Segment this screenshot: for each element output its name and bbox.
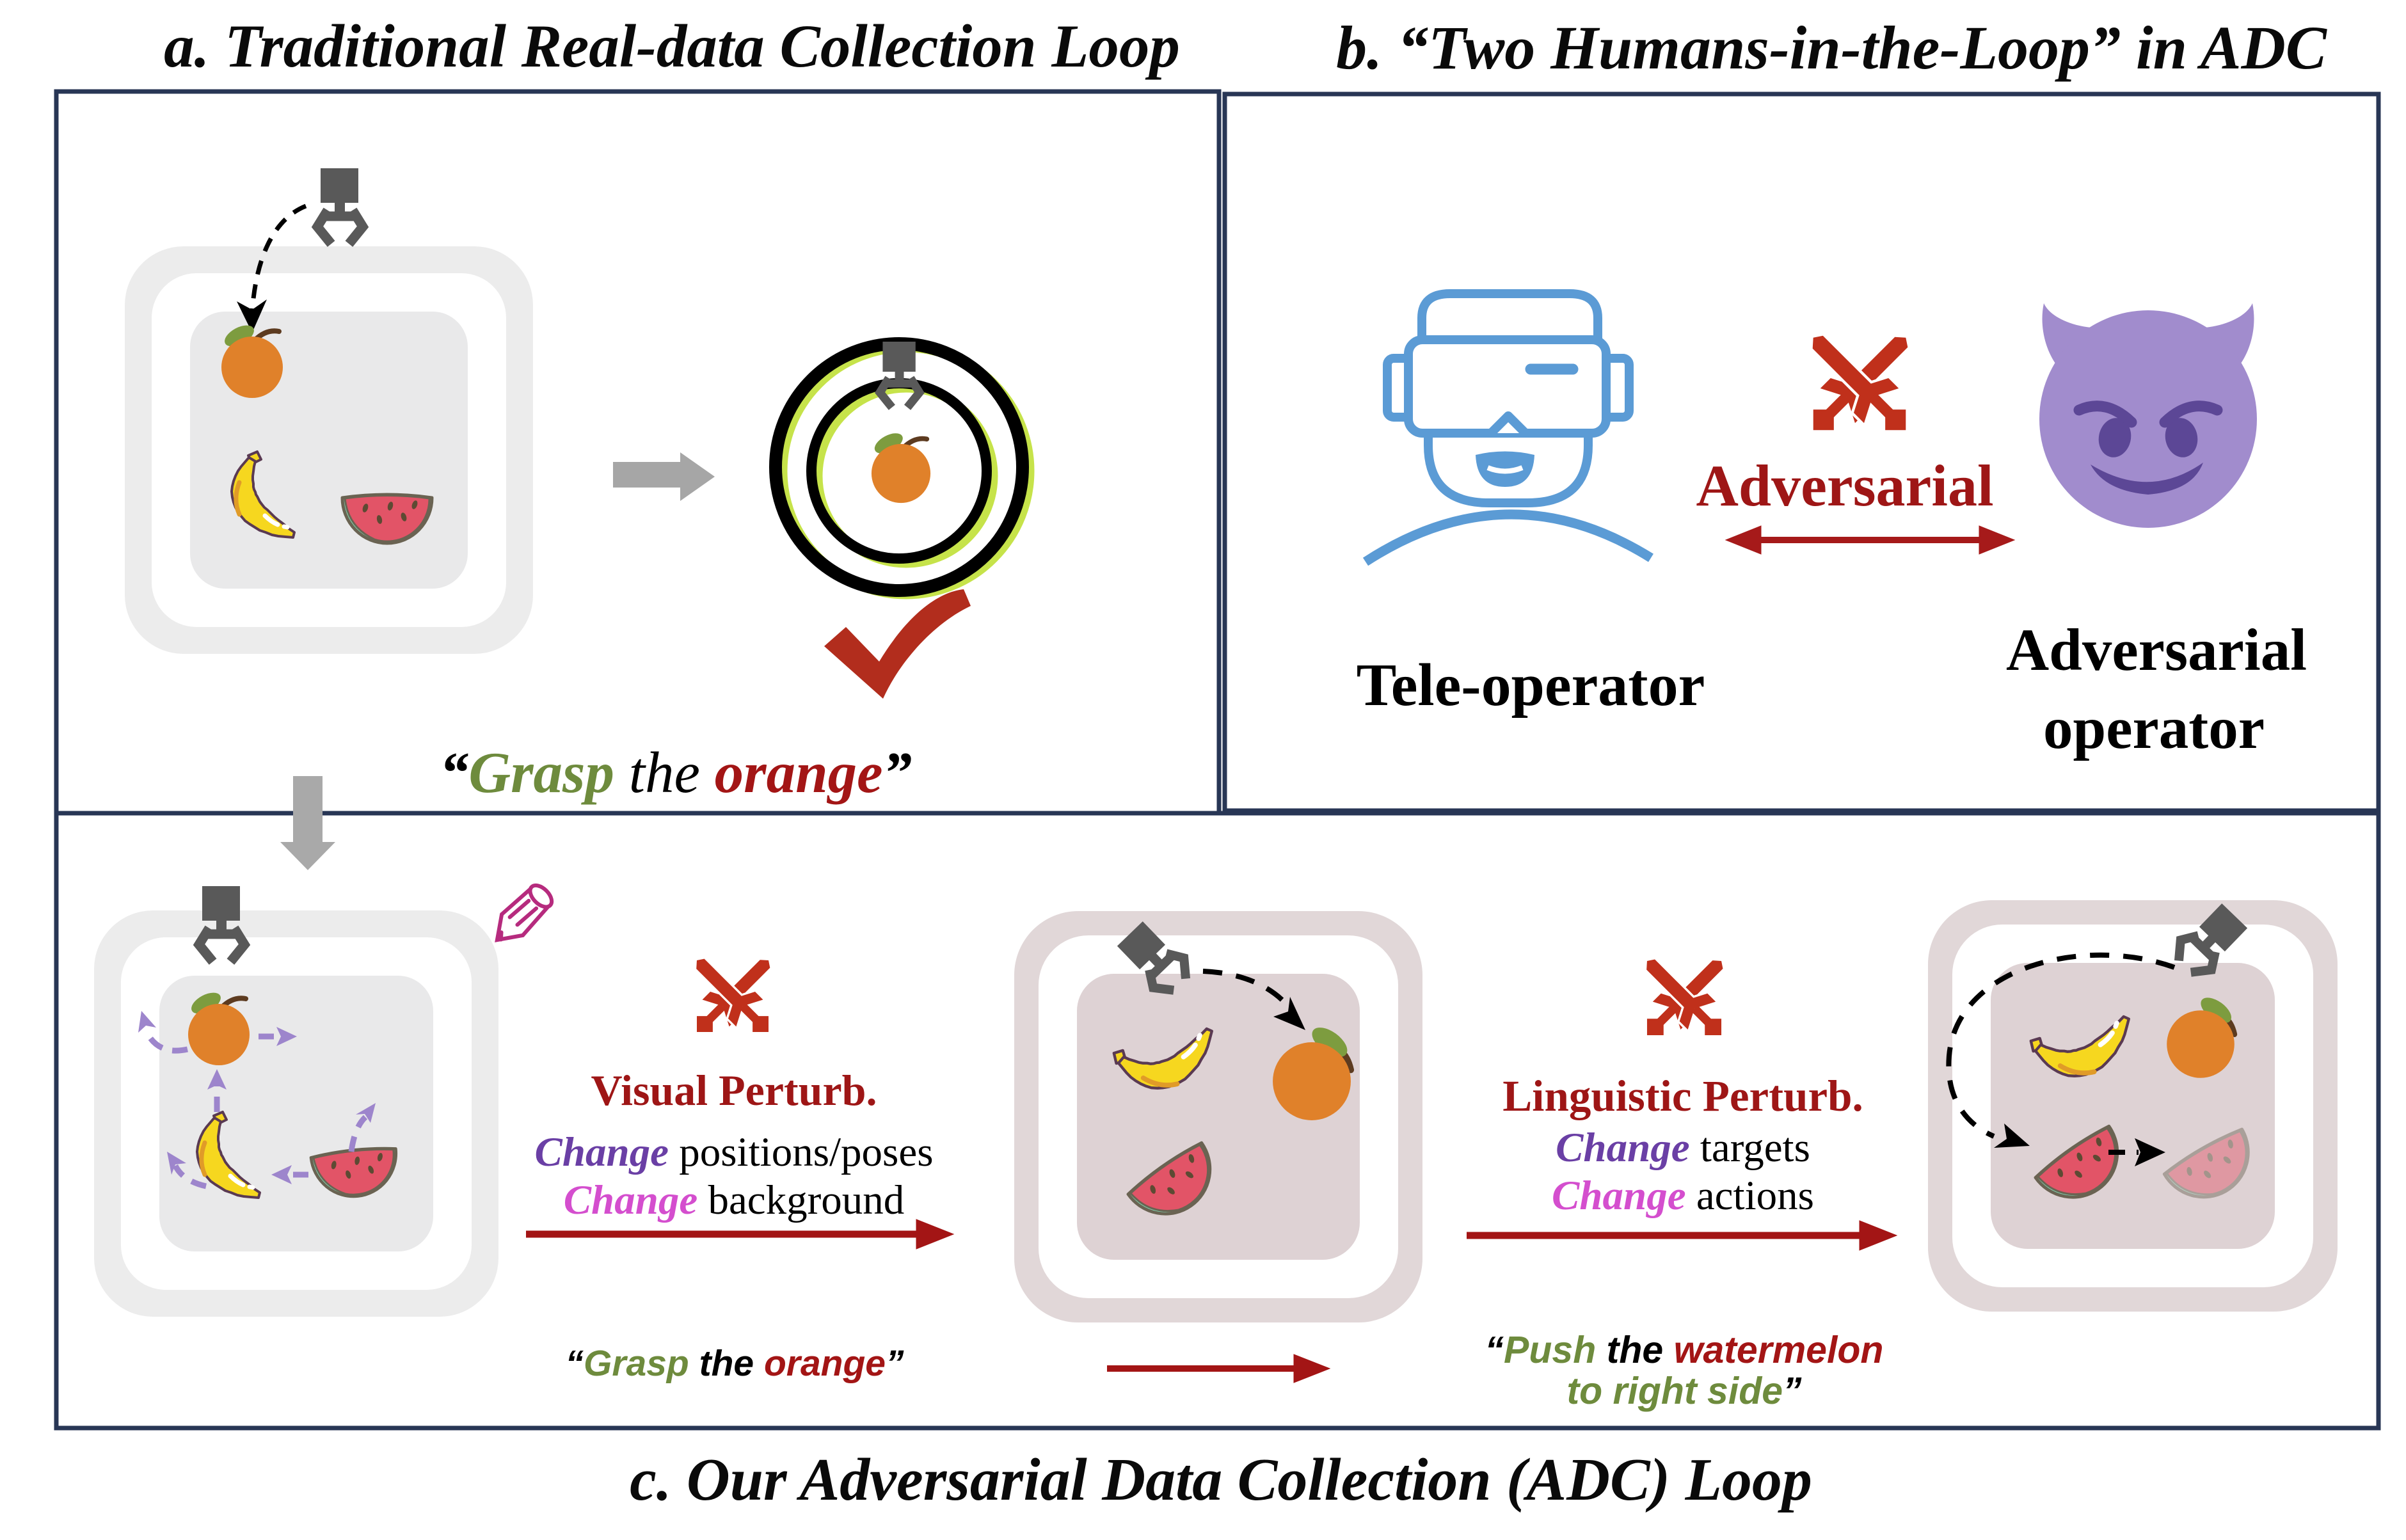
svg-text:Tele-operator: Tele-operator — [1357, 652, 1705, 718]
svg-text:“Grasp the orange”: “Grasp the orange” — [566, 1343, 904, 1384]
svg-text:Change background: Change background — [564, 1177, 905, 1223]
svg-text:a. Traditional Real-data Colle: a. Traditional Real-data Collection Loop — [164, 12, 1180, 80]
svg-text:c. Our Adversarial Data Collec: c. Our Adversarial Data Collection (ADC)… — [630, 1447, 1812, 1513]
svg-text:Change positions/poses: Change positions/poses — [534, 1129, 933, 1175]
svg-text:Visual Perturb.: Visual Perturb. — [591, 1066, 877, 1115]
svg-text:Change actions: Change actions — [1552, 1173, 1814, 1219]
svg-text:Linguistic Perturb.: Linguistic Perturb. — [1502, 1072, 1863, 1120]
svg-text:operator: operator — [2043, 695, 2265, 761]
svg-text:Adversarial: Adversarial — [2006, 617, 2307, 683]
svg-text:“Push the watermelon: “Push the watermelon — [1485, 1329, 1884, 1371]
svg-text:Adversarial: Adversarial — [1696, 453, 1993, 518]
svg-text:to right side”: to right side” — [1566, 1370, 1802, 1412]
svg-text:“Grasp the orange”: “Grasp the orange” — [440, 740, 912, 805]
svg-text:Change targets: Change targets — [1556, 1125, 1810, 1171]
svg-text:b. “Two Humans-in-the-Loop” in: b. “Two Humans-in-the-Loop” in ADC — [1336, 13, 2327, 82]
